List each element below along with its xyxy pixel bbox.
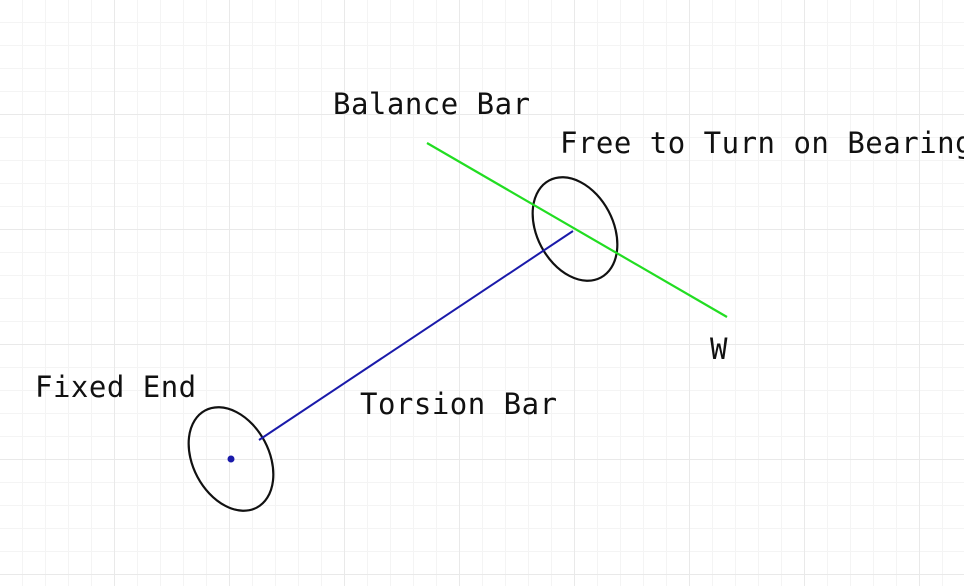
free-bearing [531,176,619,282]
fixed-end-label: Fixed End [35,370,197,404]
torsion-bar-line [258,230,574,441]
torsion-bar-label: Torsion Bar [360,387,558,421]
weight-label: W [710,332,728,366]
balance-bar-line [426,142,728,318]
balance-bar-label: Balance Bar [333,87,531,121]
fixed-end-point [227,455,235,463]
free-to-turn-label: Free to Turn on Bearing [560,126,964,160]
fixed-end-bearing [187,406,275,512]
